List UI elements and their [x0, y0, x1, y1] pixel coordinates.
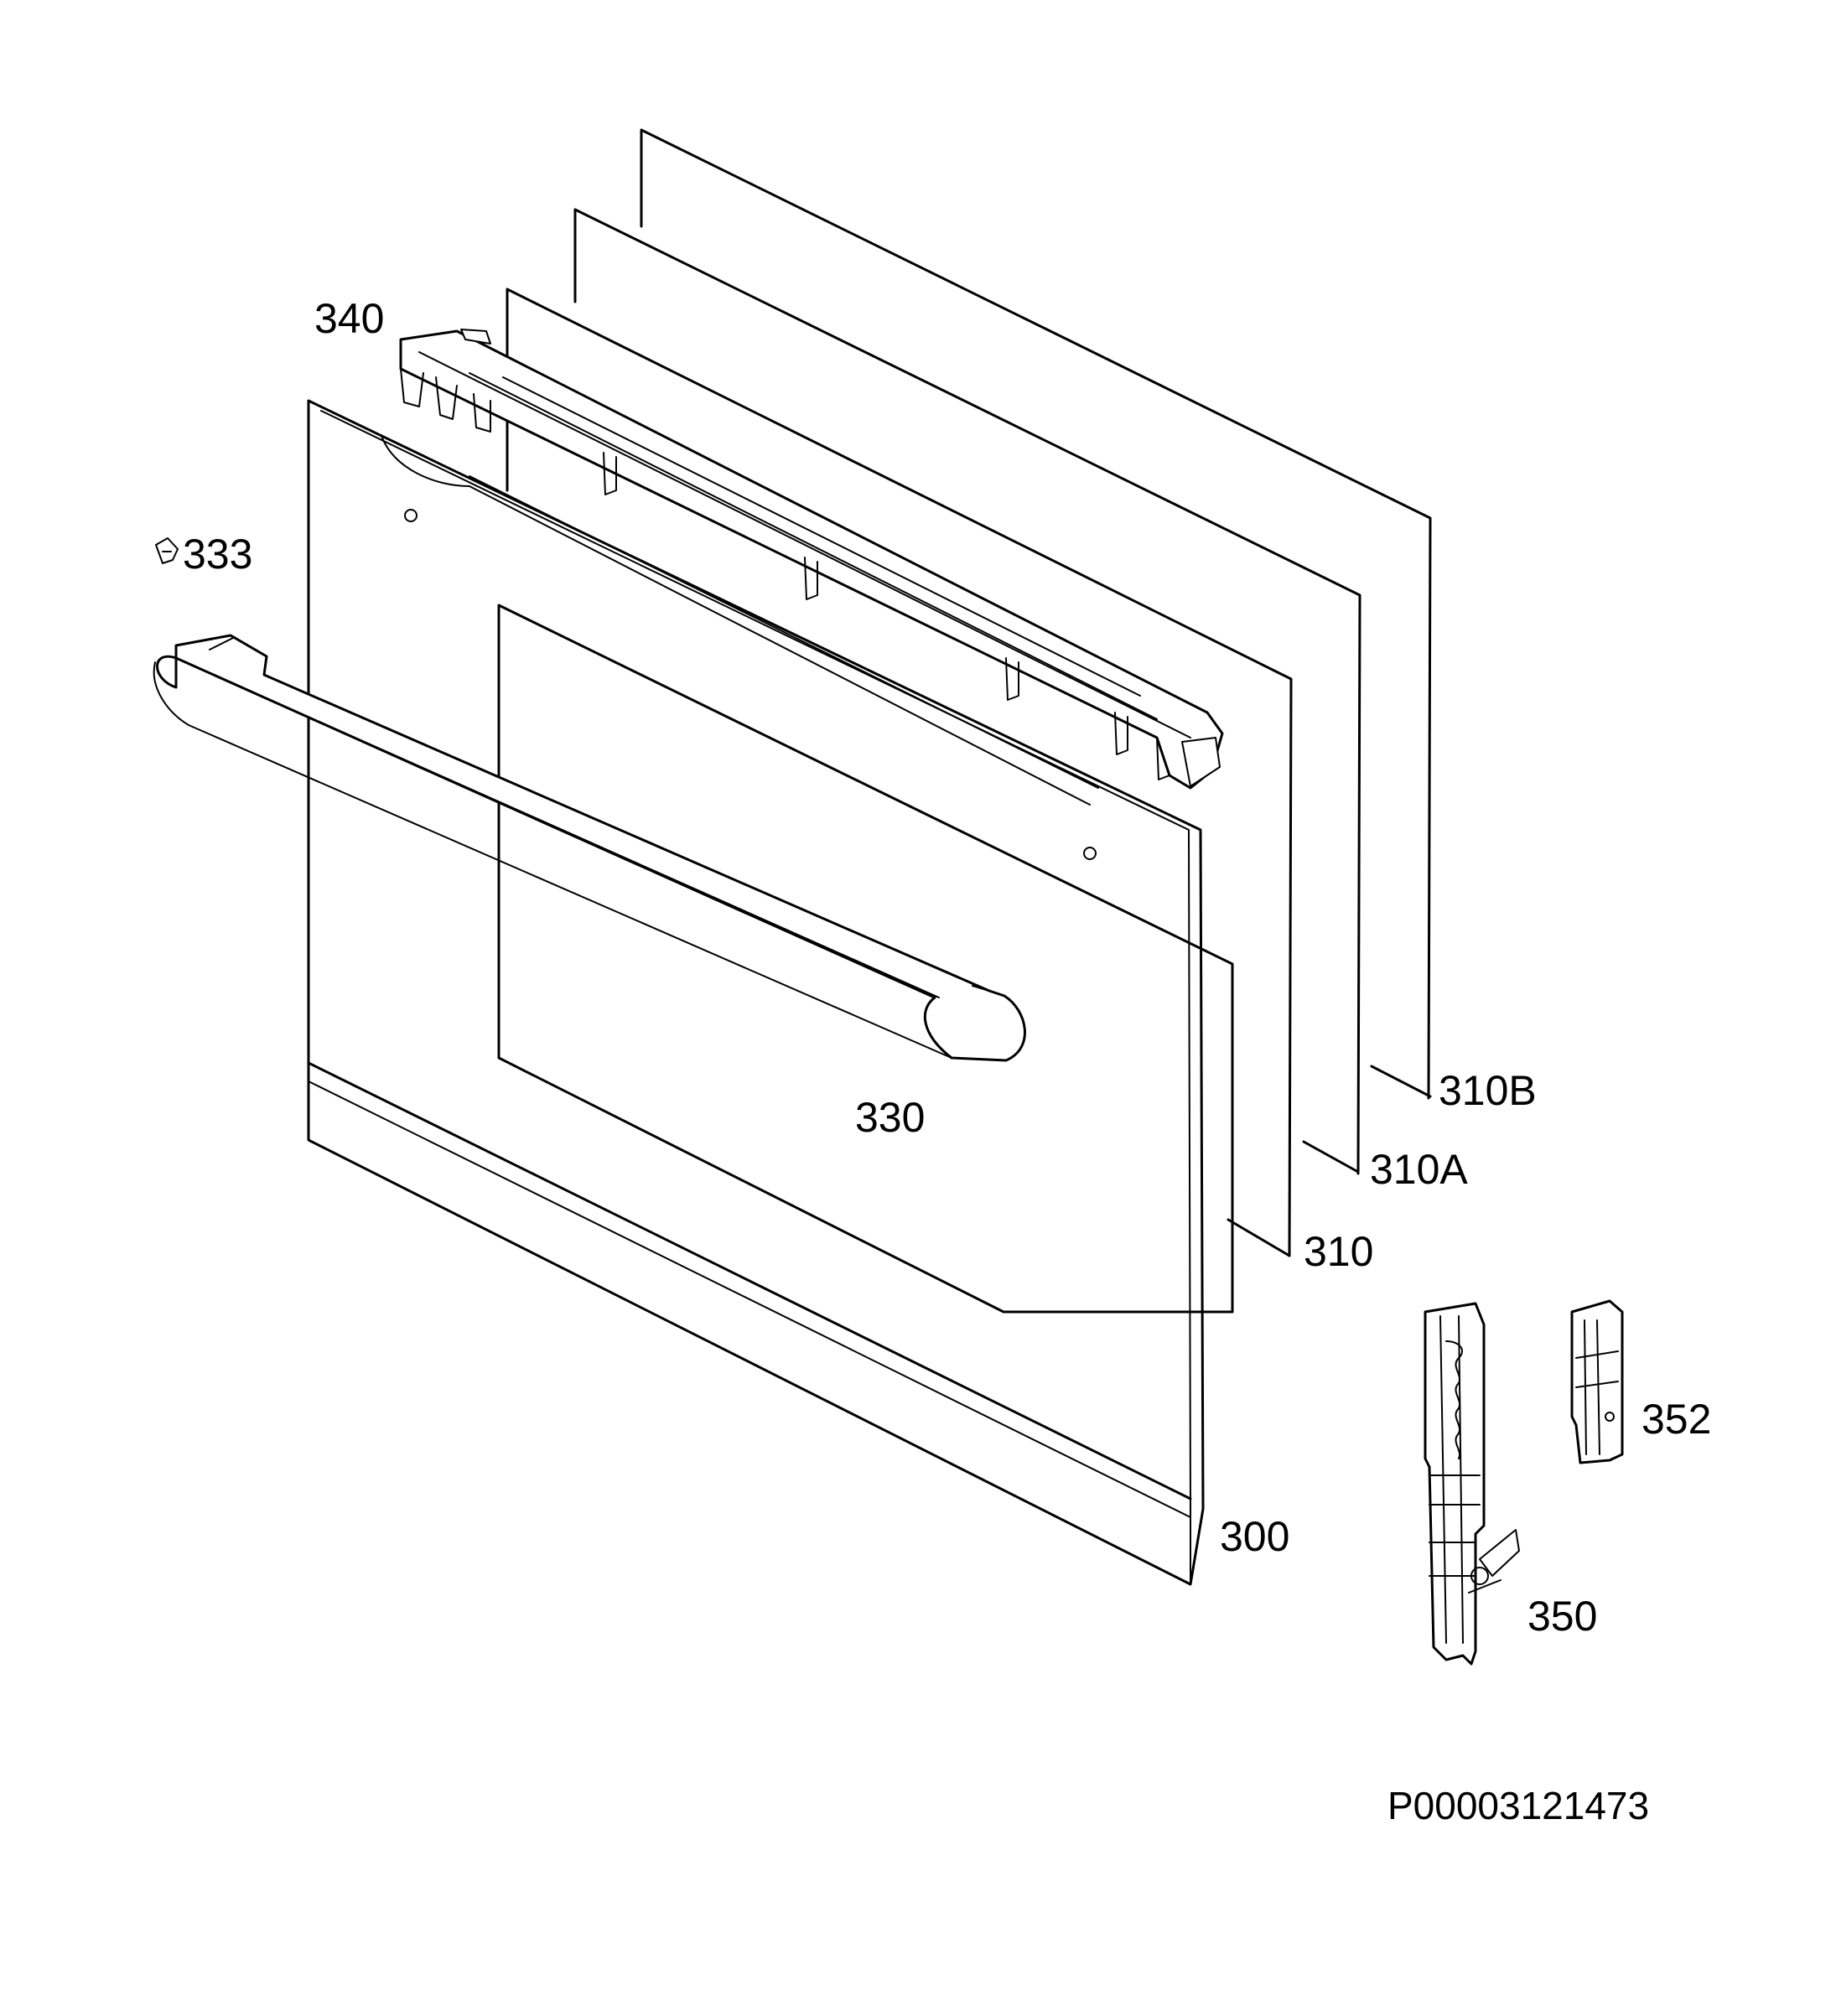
label-340: 340: [314, 295, 384, 342]
label-300: 300: [1220, 1513, 1289, 1560]
label-352: 352: [1642, 1396, 1711, 1443]
glass-panel-310A[interactable]: [573, 208, 1361, 1175]
door-handle-330[interactable]: [153, 634, 1026, 1062]
latch-352[interactable]: [1570, 1299, 1624, 1464]
label-350: 350: [1527, 1593, 1597, 1640]
top-profile-340[interactable]: [399, 329, 1224, 790]
door-hinge-350[interactable]: [1424, 1302, 1520, 1666]
label-310: 310: [1304, 1228, 1373, 1275]
label-330: 330: [855, 1094, 925, 1141]
screw-333[interactable]: [155, 537, 179, 564]
label-310B: 310B: [1439, 1067, 1537, 1114]
glass-panel-310B[interactable]: [640, 128, 1432, 1100]
label-310A: 310A: [1370, 1146, 1468, 1193]
drawing-code: P00003121473: [1387, 1784, 1649, 1827]
label-333: 333: [183, 531, 252, 578]
outer-door-panel-300[interactable]: [307, 399, 1234, 1586]
